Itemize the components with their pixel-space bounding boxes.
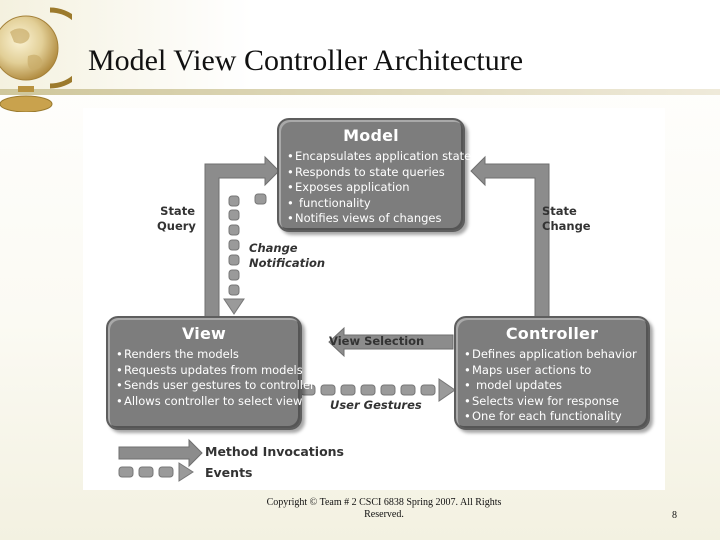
globe-icon bbox=[0, 7, 72, 112]
controller-item: Maps user actions to bbox=[464, 363, 648, 379]
legend-events-arrow bbox=[118, 462, 194, 482]
controller-item-continued: model updates bbox=[464, 378, 648, 394]
view-item: Allows controller to select view bbox=[116, 394, 302, 410]
view-item: Sends user gestures to controller bbox=[116, 378, 315, 394]
controller-item: One for each functionality bbox=[464, 409, 648, 425]
model-item: Responds to state queries bbox=[287, 165, 463, 181]
change-notification-arrow bbox=[223, 193, 267, 315]
model-item-continued: functionality bbox=[287, 196, 463, 212]
model-title: Model bbox=[343, 126, 399, 145]
user-gestures-label: User Gestures bbox=[330, 398, 422, 412]
controller-title: Controller bbox=[505, 324, 599, 343]
model-item: Exposes application bbox=[287, 180, 463, 196]
mvc-diagram: Model Encapsulates application state Res… bbox=[83, 108, 665, 490]
view-selection-arrow bbox=[328, 326, 454, 358]
view-box: View Renders the models Requests updates… bbox=[106, 316, 315, 430]
legend-events-label: Events bbox=[205, 465, 253, 480]
view-selection-label: View Selection bbox=[329, 334, 425, 348]
page-number: 8 bbox=[672, 510, 677, 521]
copyright-footer: Copyright © Team # 2 CSCI 6838 Spring 20… bbox=[266, 497, 502, 520]
view-item: Renders the models bbox=[116, 347, 300, 363]
legend-method-arrow bbox=[118, 438, 203, 468]
view-title: View bbox=[181, 324, 227, 343]
title-band bbox=[0, 0, 720, 92]
model-item: Encapsulates application state bbox=[287, 149, 471, 165]
controller-item: Selects view for response bbox=[464, 394, 648, 410]
legend-method-label: Method Invocations bbox=[205, 444, 344, 459]
controller-item: Defines application behavior bbox=[464, 347, 648, 363]
state-query-arrow bbox=[204, 155, 280, 321]
slide-title: Model View Controller Architecture bbox=[88, 44, 524, 77]
change-notification-label: Change Notification bbox=[249, 241, 326, 270]
state-change-label: State Change bbox=[542, 204, 591, 233]
state-query-label: State Query bbox=[157, 204, 196, 233]
view-item: Requests updates from models bbox=[116, 363, 303, 379]
model-box: Model Encapsulates application state Res… bbox=[277, 118, 471, 232]
model-item: Notifies views of changes bbox=[287, 211, 463, 227]
controller-box: Controller Defines application behavior … bbox=[454, 316, 650, 430]
state-change-arrow bbox=[470, 155, 550, 321]
title-rule bbox=[0, 89, 720, 95]
